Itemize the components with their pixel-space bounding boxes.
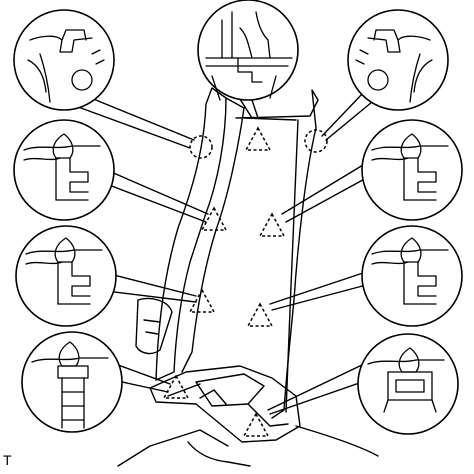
leader-top-right: [321, 91, 373, 141]
push-clip-detail-left-2: [25, 237, 103, 305]
leader-mid-left-1: [95, 167, 209, 223]
push-clip-detail-right-1: [371, 133, 449, 201]
leader-top-left: [69, 95, 195, 149]
dashed-triangle-marker-bottom-left: [162, 374, 190, 399]
front-pillar-panel: [155, 87, 227, 381]
dashed-triangle-marker-bottom-right: [242, 412, 270, 437]
rear-panel-edge: [285, 119, 299, 413]
leader-mid-left-2: [97, 271, 197, 303]
sill-trim-inner: [167, 383, 289, 427]
ring-clip-detail: [367, 347, 445, 413]
dashed-circle-marker-right: [304, 129, 328, 153]
ladder-clip-detail: [31, 341, 109, 429]
seat-belt-bracket: [135, 297, 173, 355]
callout-circle-mid-right-1: [361, 119, 463, 221]
callout-circle-top-right: [347, 9, 449, 111]
rear-quarter-panel: [235, 89, 319, 419]
figure-code-label: T: [3, 452, 12, 468]
floor-line: [117, 429, 251, 467]
leader-bottom-right: [267, 363, 369, 415]
sill-trim-detail: [195, 373, 265, 407]
floor-line-2: [295, 425, 379, 457]
leader-mid-right-2: [269, 271, 371, 311]
callout-circle-top-left: [13, 9, 115, 111]
callout-circle-mid-right-2: [361, 225, 463, 327]
callout-circle-top-center: [197, 0, 299, 101]
hook-clip-detail-left: [27, 29, 105, 103]
push-clip-detail-left-1: [23, 133, 101, 201]
top-retainer-detail: [205, 11, 293, 101]
hook-clip-detail-right: [355, 29, 433, 103]
rear-panel-inner-edge: [243, 117, 297, 121]
dashed-triangle-marker-top: [244, 126, 272, 151]
leader-mid-right-1: [281, 161, 371, 223]
dashed-triangle-marker-mid-left-2: [188, 288, 216, 313]
dashed-triangle-marker-mid-left-1: [200, 206, 228, 231]
sill-trim: [149, 365, 301, 443]
callout-circle-mid-left-2: [15, 225, 117, 327]
callout-circle-bottom-right: [357, 333, 459, 435]
dashed-triangle-marker-mid-right-1: [258, 212, 286, 237]
dashed-circle-marker-left: [189, 135, 213, 159]
seat-belt-slot: [143, 319, 161, 335]
callout-circle-mid-left-1: [13, 119, 115, 221]
dashed-triangle-marker-mid-right-2: [246, 302, 274, 327]
push-clip-detail-right-2: [371, 237, 449, 305]
callout-circle-bottom-left: [21, 331, 123, 433]
